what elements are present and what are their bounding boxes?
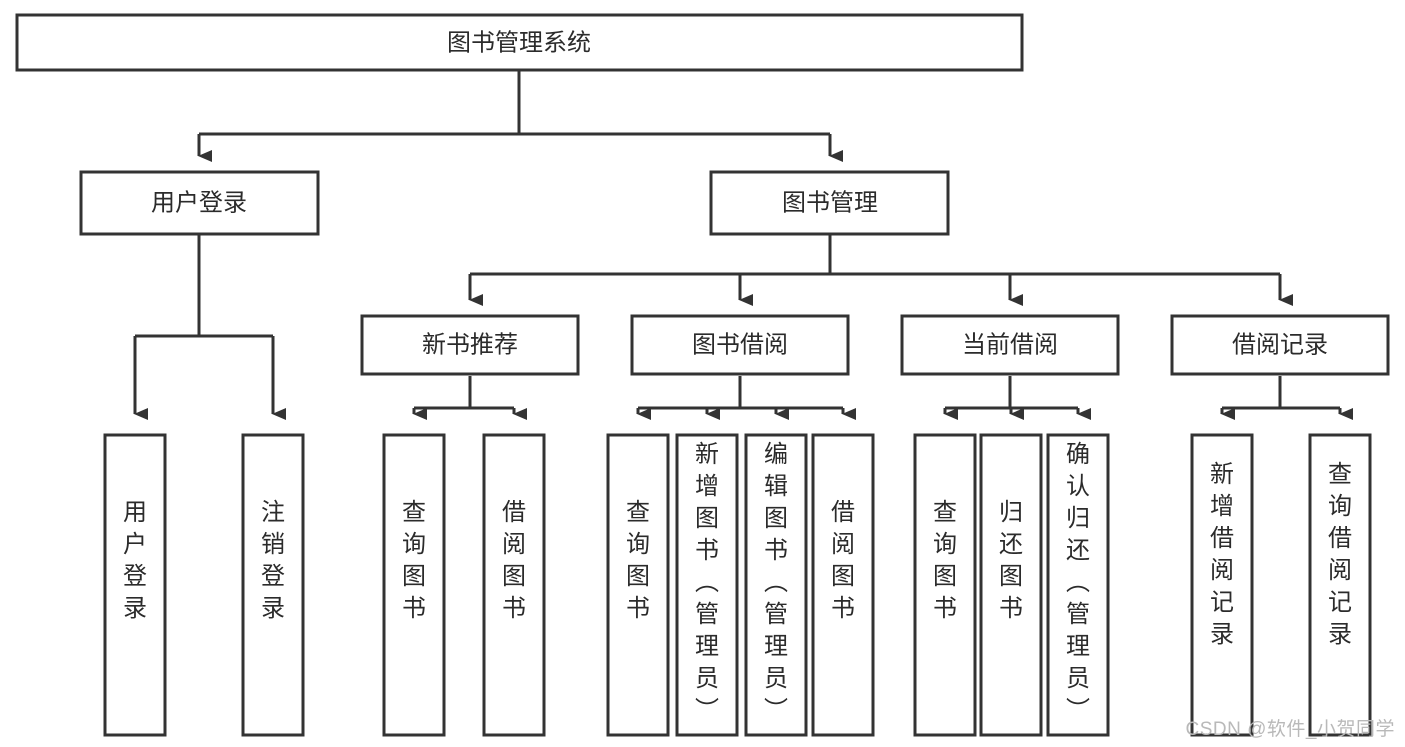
leaf-add-book[interactable]: 新增图书︵管理员︶ xyxy=(675,433,739,737)
leaf-return-book-box[interactable] xyxy=(979,433,1043,737)
connector-group-book-borrow xyxy=(636,376,856,420)
leaf-edit-book[interactable]: 编辑图书︵管理员︶ xyxy=(744,433,808,737)
leaf-return-book[interactable]: 归还图书 xyxy=(979,433,1043,737)
leaf-query-record-label: 查询借阅记录 xyxy=(1328,461,1352,648)
leaf-borrow-book-2[interactable]: 借阅图书 xyxy=(811,433,875,737)
connector-group-user-login xyxy=(133,234,286,420)
leaf-logout-login-label: 注销登录 xyxy=(261,499,285,622)
node-user-login[interactable]: 用户登录 xyxy=(79,170,320,236)
leaf-query-record[interactable]: 查询借阅记录 xyxy=(1308,433,1372,737)
node-new-book-recommend[interactable]: 新书推荐 xyxy=(360,314,580,376)
leaf-query-book-3[interactable]: 查询图书 xyxy=(913,433,977,737)
leaf-logout-login[interactable]: 注销登录 xyxy=(241,433,305,737)
leaf-query-book-2[interactable]: 查询图书 xyxy=(606,433,670,737)
node-current-borrow[interactable]: 当前借阅 xyxy=(900,314,1120,376)
node-current-borrow-box[interactable] xyxy=(900,314,1120,376)
leaf-user-login[interactable]: 用户登录 xyxy=(103,433,167,737)
node-new-book-recommend-label: 新书推荐 xyxy=(422,331,518,358)
node-root[interactable]: 图书管理系统 xyxy=(15,13,1024,72)
leaf-query-book-2-label: 查询图书 xyxy=(626,499,650,622)
leaf-edit-book-box[interactable] xyxy=(744,433,808,737)
leaf-add-book-box[interactable] xyxy=(675,433,739,737)
leaf-borrow-book-1-box[interactable] xyxy=(482,433,546,737)
node-root-label: 图书管理系统 xyxy=(447,29,591,56)
leaf-confirm-return-label: 确认归还︵管理员︶ xyxy=(1066,441,1090,724)
node-book-management-box[interactable] xyxy=(709,170,950,236)
leaf-add-record[interactable]: 新增借阅记录 xyxy=(1190,433,1254,737)
node-current-borrow-label: 当前借阅 xyxy=(962,331,1058,358)
csdn-watermark: CSDN @软件_小贺同学 xyxy=(1185,719,1395,740)
leaf-confirm-return[interactable]: 确认归还︵管理员︶ xyxy=(1046,433,1110,737)
connector-group-borrow-record xyxy=(1220,376,1353,420)
leaf-add-record-box[interactable] xyxy=(1190,433,1254,737)
leaf-query-book-1-label: 查询图书 xyxy=(402,499,426,622)
node-book-borrow-label: 图书借阅 xyxy=(692,331,788,358)
leaf-query-book-3-box[interactable] xyxy=(913,433,977,737)
node-book-borrow[interactable]: 图书借阅 xyxy=(630,314,850,376)
leaf-borrow-book-2-label: 借阅图书 xyxy=(831,499,855,622)
leaf-add-record-label: 新增借阅记录 xyxy=(1210,461,1234,648)
leaf-query-book-3-label: 查询图书 xyxy=(933,499,957,622)
node-book-management-label: 图书管理 xyxy=(782,189,878,216)
leaf-query-book-1[interactable]: 查询图书 xyxy=(382,433,446,737)
leaf-borrow-book-1[interactable]: 借阅图书 xyxy=(482,433,546,737)
connector-group-current-borrow xyxy=(943,376,1091,420)
node-user-login-box[interactable] xyxy=(79,170,320,236)
node-root-box[interactable] xyxy=(15,13,1024,72)
node-borrow-record-box[interactable] xyxy=(1170,314,1390,376)
leaf-borrow-book-2-box[interactable] xyxy=(811,433,875,737)
leaf-user-login-label: 用户登录 xyxy=(123,499,147,622)
leaf-borrow-book-1-label: 借阅图书 xyxy=(502,499,526,622)
leaf-return-book-label: 归还图书 xyxy=(999,499,1023,622)
node-new-book-recommend-box[interactable] xyxy=(360,314,580,376)
leaf-user-login-box[interactable] xyxy=(103,433,167,737)
leaf-edit-book-label: 编辑图书︵管理员︶ xyxy=(764,441,788,724)
node-borrow-record[interactable]: 借阅记录 xyxy=(1170,314,1390,376)
node-book-management[interactable]: 图书管理 xyxy=(709,170,950,236)
node-book-borrow-box[interactable] xyxy=(630,314,850,376)
node-borrow-record-label: 借阅记录 xyxy=(1232,331,1328,358)
leaf-query-book-2-box[interactable] xyxy=(606,433,670,737)
connector-group-book-management xyxy=(468,234,1293,306)
leaf-confirm-return-box[interactable] xyxy=(1046,433,1110,737)
leaf-add-book-label: 新增图书︵管理员︶ xyxy=(695,441,719,724)
connector-group-root xyxy=(197,70,843,162)
leaf-logout-login-box[interactable] xyxy=(241,433,305,737)
leaf-query-record-box[interactable] xyxy=(1308,433,1372,737)
leaf-query-book-1-box[interactable] xyxy=(382,433,446,737)
connector-group-new-book-recommend xyxy=(412,376,527,420)
node-user-login-label: 用户登录 xyxy=(151,189,247,216)
